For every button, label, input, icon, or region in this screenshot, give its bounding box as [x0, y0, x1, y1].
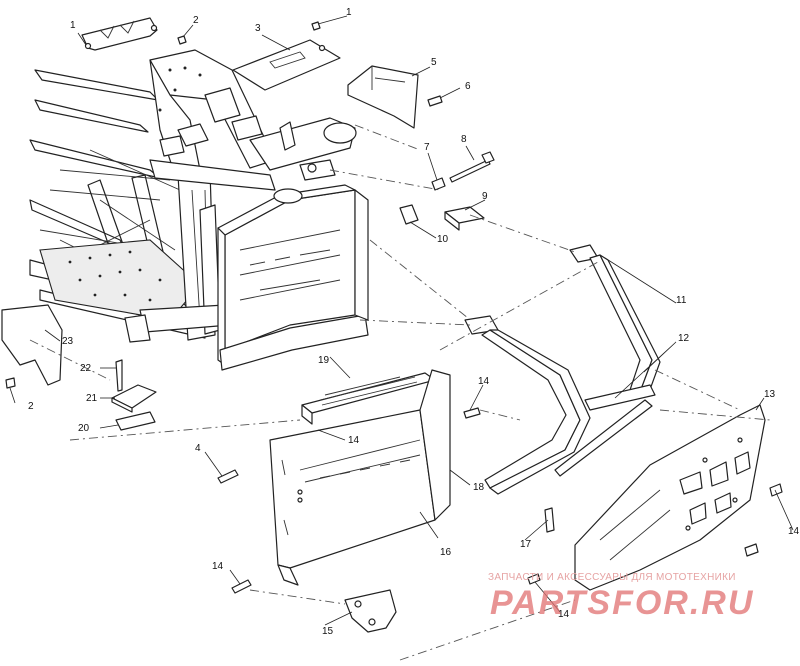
part-11-bumper — [464, 244, 661, 495]
part-3-pad — [232, 39, 341, 91]
callout-11: 11 — [676, 295, 687, 306]
callout-17: 17 — [520, 539, 532, 550]
steering-post-frame — [124, 49, 357, 343]
alignment-lines — [29, 124, 771, 661]
callout-2-left: 2 — [28, 401, 34, 412]
callout-3: 3 — [255, 23, 261, 34]
callout-16: 16 — [440, 547, 452, 558]
parts-20-22 — [5, 359, 157, 431]
part-9-10-blocks — [399, 204, 485, 231]
callout-13: 13 — [764, 389, 776, 400]
part-5-bracket — [347, 65, 419, 129]
watermark-caption: ЗАПЧАСТИ И АКСЕССУАРЫ ДЛЯ МОТОТЕХНИКИ — [488, 572, 736, 583]
callout-20: 20 — [78, 423, 90, 434]
misc-fasteners — [217, 407, 783, 594]
callout-7: 7 — [424, 142, 430, 153]
callout-18: 18 — [473, 482, 485, 493]
callout-2-top: 2 — [193, 15, 199, 26]
callout-5: 5 — [431, 57, 437, 68]
watermark-logo-text: PARTSFOR.RU — [490, 584, 754, 620]
callout-14-housing: 14 — [348, 435, 360, 446]
callout-22: 22 — [80, 363, 92, 374]
callout-23: 23 — [62, 336, 74, 347]
part-16-housing — [269, 369, 451, 586]
callout-14-bottom: 14 — [558, 609, 570, 620]
part-23-flap — [1, 304, 63, 386]
callout-1-top-left: 1 — [70, 20, 76, 31]
callout-21: 21 — [86, 393, 98, 404]
callout-6: 6 — [465, 81, 471, 92]
callout-19: 19 — [318, 355, 330, 366]
fasteners-top — [177, 21, 495, 191]
battery — [217, 184, 369, 371]
part-1-bracket — [81, 17, 158, 51]
part-15-bracket — [344, 589, 397, 633]
callout-14-left: 14 — [212, 561, 224, 572]
callout-15: 15 — [322, 626, 334, 637]
part-13-skid-plate — [574, 404, 766, 591]
callout-4: 4 — [195, 443, 201, 454]
callout-10: 10 — [437, 234, 449, 245]
callout-12: 12 — [678, 333, 690, 344]
watermark-logo: PARTSFOR.RU — [490, 584, 754, 620]
leader-lines — [9, 15, 794, 626]
callout-14-right: 14 — [788, 526, 800, 537]
callout-8: 8 — [461, 134, 467, 145]
callout-14-mid: 14 — [478, 376, 490, 387]
callout-9: 9 — [482, 191, 488, 202]
callout-1-top-right: 1 — [346, 7, 352, 18]
